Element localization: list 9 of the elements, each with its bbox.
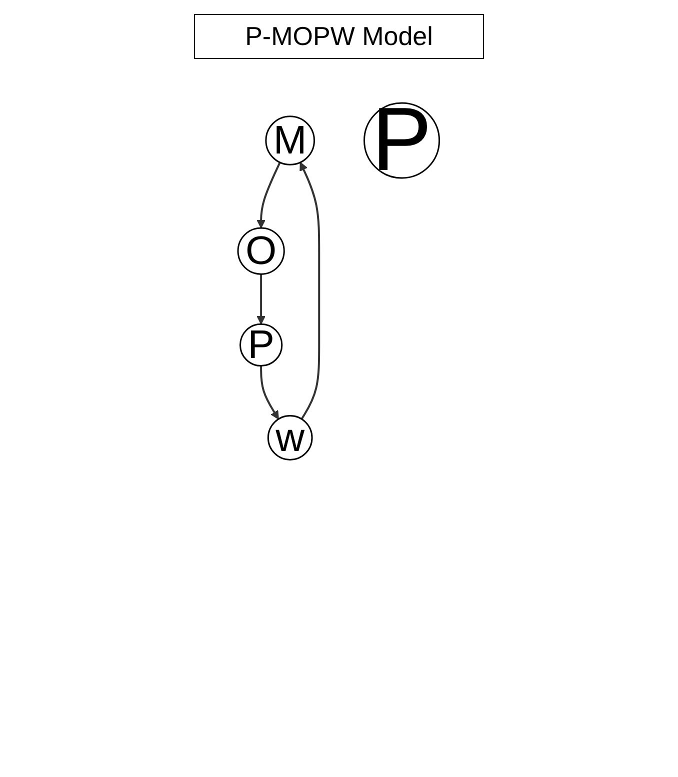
arrow <box>257 274 266 325</box>
arrow <box>257 162 282 228</box>
node-circle: P <box>240 323 284 367</box>
title-box: P-MOPW Model <box>194 14 484 59</box>
node-circle: O <box>238 227 286 275</box>
node-circle: P <box>364 102 440 179</box>
node-circle: M <box>266 116 316 166</box>
arrow <box>300 162 320 420</box>
arrow <box>260 366 280 420</box>
